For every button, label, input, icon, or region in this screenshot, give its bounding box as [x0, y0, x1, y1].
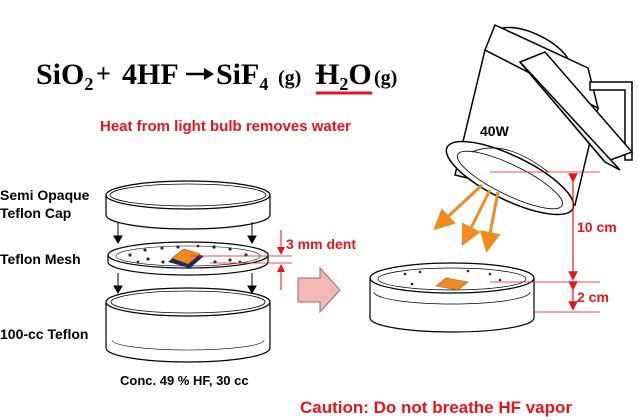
- mesh-holes-assembled: [403, 269, 502, 286]
- mesh-label: Teflon Mesh: [0, 251, 81, 267]
- down-arrow-icon: [113, 273, 123, 295]
- plus-sign-2: +: [314, 59, 329, 88]
- reactant-sio2: SiO: [36, 58, 84, 91]
- sample-chip: [171, 248, 201, 265]
- heat-rays: [433, 183, 501, 253]
- state-gas-1: (g): [278, 67, 301, 89]
- assembly-arrows: [113, 222, 257, 295]
- teflon-cap: [105, 180, 271, 230]
- subscript-4: 4: [259, 74, 268, 94]
- svg-text:SiF4: SiF4: [216, 58, 268, 94]
- down-arrow-icon: [113, 222, 123, 245]
- product-o: O: [348, 58, 371, 91]
- height-label: 2 cm: [577, 289, 609, 305]
- dent-label: 3 mm dent: [286, 236, 356, 252]
- height-dimension: 2 cm: [535, 281, 609, 313]
- subscript-2b: 2: [339, 74, 348, 94]
- state-gas-2: (g): [374, 67, 397, 89]
- dent-dimension: 3 mm dent: [190, 230, 356, 290]
- distance-label: 10 cm: [577, 219, 617, 235]
- heat-ray-arrow-icon: [461, 189, 492, 247]
- caution-text: Caution: Do not breathe HF vapor: [300, 398, 572, 417]
- down-arrow-icon: [247, 222, 257, 245]
- dimension-arrow-icon: [277, 230, 285, 290]
- heat-ray-arrow-icon: [479, 191, 501, 253]
- distance-dimension: 10 cm: [490, 171, 617, 283]
- heat-note: Heat from light bulb removes water: [100, 118, 351, 135]
- cap-label-line2: Teflon Cap: [0, 205, 71, 221]
- container-label: 100-cc Teflon: [0, 326, 88, 342]
- cap-label-line1: Semi Opaque: [0, 187, 90, 203]
- svg-text:H2O: H2O: [316, 58, 372, 94]
- lamp-clamp: [518, 51, 634, 171]
- hf-label: Conc. 49 % HF, 30 cc: [120, 373, 249, 388]
- chemical-equation: SiO2 + 4HF SiF4 (g) + H2O (g): [36, 58, 397, 95]
- subscript-2: 2: [84, 74, 93, 94]
- down-arrow-icon: [247, 273, 257, 295]
- teflon-mesh: [107, 241, 269, 276]
- plus-sign: +: [96, 59, 111, 88]
- bulb-label: 40W: [480, 123, 510, 139]
- mesh-holes: [128, 244, 248, 264]
- reactant-4hf: 4HF: [122, 58, 179, 91]
- svg-text:SiO2: SiO2: [36, 58, 93, 94]
- teflon-container: [105, 287, 271, 363]
- reaction-arrow: [186, 68, 214, 80]
- sample-chip-assembled: [435, 277, 469, 291]
- big-right-arrow-icon: [297, 266, 341, 314]
- heat-ray-arrow-icon: [433, 183, 484, 231]
- product-h: H: [316, 58, 339, 91]
- assembled-container: [369, 262, 535, 333]
- product-sif4: SiF: [216, 58, 259, 91]
